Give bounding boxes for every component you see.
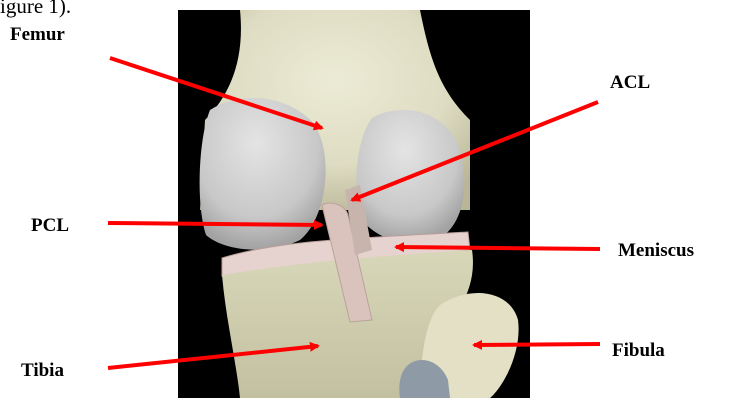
pcl-arrow <box>108 223 322 225</box>
meniscus-arrow <box>396 247 600 249</box>
fibula-arrow <box>474 344 600 345</box>
label-pcl: PCL <box>31 215 69 237</box>
label-meniscus: Meniscus <box>618 240 694 262</box>
caption-fragment: igure 1). <box>0 0 71 19</box>
label-fibula: Fibula <box>612 340 665 362</box>
left-condyle <box>200 98 326 250</box>
label-femur: Femur <box>10 24 65 46</box>
label-acl: ACL <box>610 72 650 94</box>
label-tibia: Tibia <box>21 360 64 382</box>
